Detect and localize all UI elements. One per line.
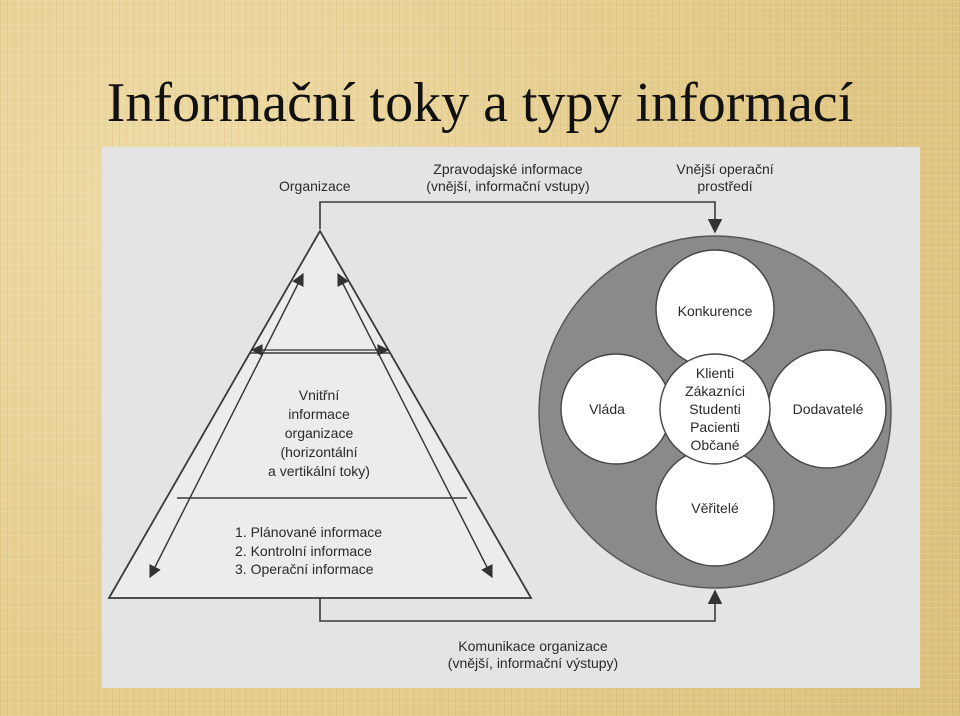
internal-info-line: organizace: [284, 425, 354, 441]
center-group-item: Studenti: [689, 401, 741, 417]
info-types-list: 1. Plánované informace 2. Kontrolní info…: [235, 523, 382, 579]
info-type-item: 1. Plánované informace: [235, 524, 383, 540]
news-info-label: Zpravodajské informace (vnější, informač…: [426, 161, 589, 195]
info-type-item: 3. Operační informace: [235, 561, 374, 577]
bottom-flow-line: [319, 583, 723, 622]
center-group-item: Zákazníci: [685, 383, 745, 399]
communication-label: Komunikace organizace (vnější, informačn…: [448, 638, 618, 672]
external-environment-label: Vnější operační prostředí: [676, 161, 773, 195]
info-type-item: 2. Kontrolní informace: [235, 542, 372, 559]
arrow-right-diagonal: [337, 272, 493, 579]
government-label: Vláda: [589, 401, 625, 417]
external-environment-line: prostředí: [697, 178, 753, 194]
internal-info-line: a vertikální toky): [268, 463, 370, 479]
center-group-item: Občané: [690, 437, 740, 453]
internal-info-line: informace: [288, 406, 350, 422]
news-info-line: (vnější, informační vstupy): [426, 178, 590, 194]
news-info-line: Zpravodajské informace: [433, 161, 583, 177]
top-flow-line: [319, 201, 723, 234]
creditors-label: Věřitelé: [691, 500, 739, 516]
competition-label: Konkurence: [677, 303, 753, 319]
communication-line: (vnější, informační výstupy): [447, 655, 619, 671]
internal-info-line: Vnitřní: [298, 387, 340, 403]
communication-line: Komunikace organizace: [458, 638, 608, 654]
slide-title: Informační toky a typy informací: [106, 72, 854, 134]
diagram-panel: Organizace Zpravodajské informace (vnějš…: [102, 147, 920, 688]
external-environment-line: Vnější operační: [676, 161, 774, 177]
circle-center-groups: [659, 353, 771, 465]
internal-info-line: (horizontální: [280, 444, 358, 460]
suppliers-label: Dodavatelé: [792, 401, 864, 417]
internal-info-label: Vnitřní informace organizace (horizontál…: [268, 386, 370, 481]
organization-label: Organizace: [279, 178, 351, 194]
center-group-item: Klienti: [695, 365, 735, 381]
arrow-left-diagonal: [149, 272, 304, 579]
center-group-item: Pacienti: [690, 419, 740, 435]
diagram-graphic: [107, 201, 892, 622]
center-groups-label: Klienti Zákazníci Studenti Pacienti Obča…: [685, 364, 745, 454]
